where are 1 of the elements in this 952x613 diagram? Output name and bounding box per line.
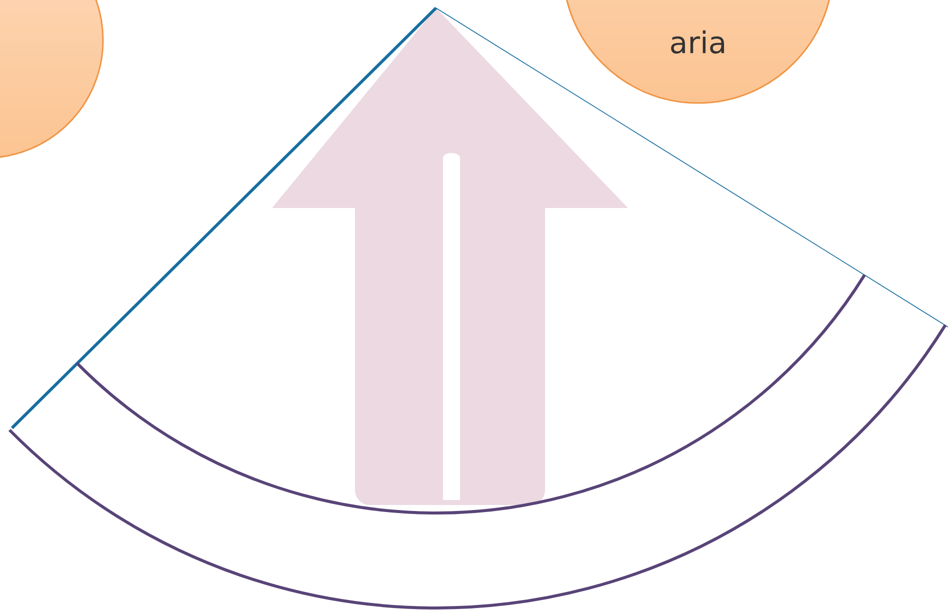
node-label: aria: [671, 30, 724, 54]
